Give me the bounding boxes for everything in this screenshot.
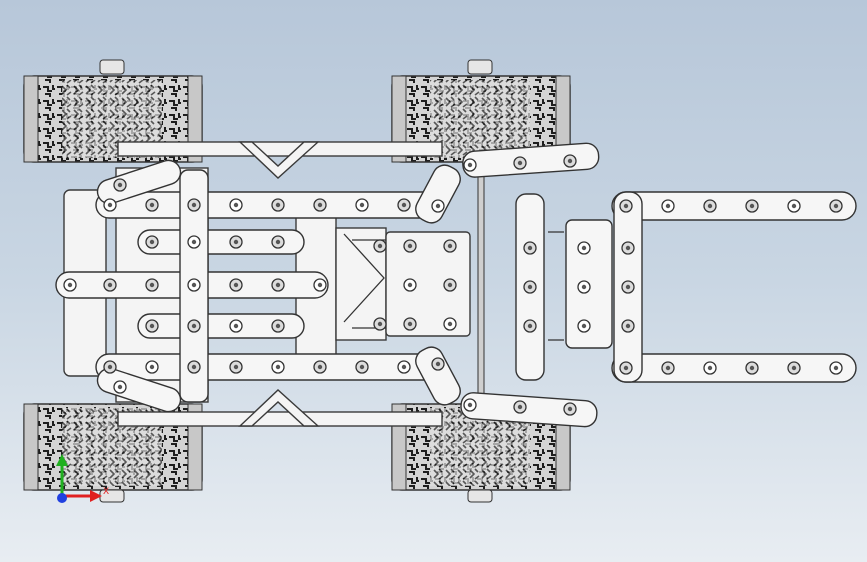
bolt-hole-center	[567, 406, 573, 412]
coordinate-triad: X	[56, 454, 109, 503]
bolt-hole-center	[447, 282, 453, 288]
bolt-hole-center	[233, 364, 239, 370]
bolt-hole-center	[527, 245, 533, 251]
bolt-hole-center	[625, 323, 631, 329]
bolt-hole-center	[117, 384, 123, 390]
bolt-hole-center	[401, 364, 407, 370]
bolt-hole-center	[117, 182, 123, 188]
bolt-hole-center	[317, 282, 323, 288]
bolt-hole-center	[567, 158, 573, 164]
bolt-hole-center	[377, 243, 383, 249]
bolt-hole-center	[191, 364, 197, 370]
bolt-hole-center	[107, 364, 113, 370]
bolt-hole-center	[447, 321, 453, 327]
bolt-hole-center	[191, 202, 197, 208]
bolt-hole-center	[625, 284, 631, 290]
bolt-hole-center	[107, 202, 113, 208]
bolt-hole-center	[665, 365, 671, 371]
bolt-hole-center	[359, 202, 365, 208]
bolt-hole-center	[517, 160, 523, 166]
bolt-hole-center	[407, 321, 413, 327]
bolt-hole-center	[749, 203, 755, 209]
bolt-hole-center	[581, 245, 587, 251]
bolt-hole-center	[233, 323, 239, 329]
bolt-hole-center	[749, 365, 755, 371]
bolt-hole-center	[275, 282, 281, 288]
bolt-hole-center	[791, 365, 797, 371]
triad-y-arrow	[56, 454, 68, 466]
bolt-hole-center	[359, 364, 365, 370]
bolt-hole-center	[623, 365, 629, 371]
bolt-hole-center	[401, 202, 407, 208]
bolt-hole-center	[191, 239, 197, 245]
bolt-hole-center	[791, 203, 797, 209]
bolt-hole-center	[447, 243, 453, 249]
bolt-hole-center	[407, 282, 413, 288]
bolt-hole-center	[435, 361, 441, 367]
bolt-hole-center	[435, 203, 441, 209]
bolt-hole-center	[317, 364, 323, 370]
bolt-hole-center	[149, 364, 155, 370]
bolt-hole-center	[275, 364, 281, 370]
bolt-hole-center	[149, 282, 155, 288]
bolt-hole-center	[707, 203, 713, 209]
bolt-hole-center	[67, 282, 73, 288]
bolt-hole-center	[665, 203, 671, 209]
wheel-front-right[interactable]	[391, 75, 571, 163]
bolt-hole-center	[275, 239, 281, 245]
bolt-hole-center	[233, 202, 239, 208]
bolt-hole-center	[149, 202, 155, 208]
bolt-hole-center	[233, 282, 239, 288]
triad-x-label: X	[103, 487, 109, 497]
bolt-hole-center	[527, 323, 533, 329]
bolt-hole-center	[149, 239, 155, 245]
bolt-hole-center	[191, 282, 197, 288]
bolt-hole-center	[149, 323, 155, 329]
bolt-hole-center	[317, 202, 323, 208]
bolt-hole-center	[275, 202, 281, 208]
bolt-hole-center	[191, 323, 197, 329]
bolt-holes	[63, 154, 843, 416]
bolt-hole-center	[623, 203, 629, 209]
bolt-hole-center	[833, 203, 839, 209]
bolt-hole-center	[377, 321, 383, 327]
perforated-strips[interactable]	[55, 142, 857, 428]
bolt-hole-center	[467, 162, 473, 168]
bolt-hole-center	[581, 284, 587, 290]
bolt-hole-center	[581, 323, 587, 329]
bolt-hole-center	[527, 284, 533, 290]
bolt-hole-center	[107, 282, 113, 288]
bolt-hole-center	[275, 323, 281, 329]
triad-x-arrow	[90, 490, 102, 502]
bolt-hole-center	[467, 402, 473, 408]
bolt-hole-center	[517, 404, 523, 410]
wheel-front-left[interactable]	[23, 75, 203, 163]
bolt-hole-center	[625, 245, 631, 251]
bolt-hole-center	[407, 243, 413, 249]
triad-z-axis	[57, 493, 67, 503]
bolt-hole-center	[707, 365, 713, 371]
bolt-hole-center	[233, 239, 239, 245]
bolt-hole-center	[833, 365, 839, 371]
